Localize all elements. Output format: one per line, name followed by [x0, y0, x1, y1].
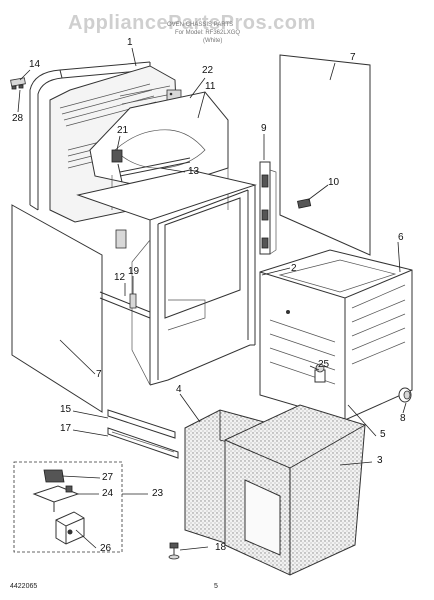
callout-11: 11: [205, 81, 216, 92]
callout-2-right: 2: [291, 263, 297, 274]
part-15-rail: [107, 409, 176, 439]
callout-22: 22: [202, 65, 214, 76]
callout-27: 27: [102, 472, 114, 483]
callout-15: 15: [60, 404, 72, 415]
page-number: 5: [214, 583, 218, 590]
doc-number: 4422065: [10, 583, 38, 590]
callout-28: 28: [12, 113, 24, 124]
callout-7-upper: 7: [350, 52, 356, 63]
part-28-clip: [10, 77, 26, 90]
callout-13: 13: [188, 166, 200, 177]
part-9-vertical-bracket: [259, 161, 277, 255]
part-25-light-socket: [314, 363, 326, 383]
callout-8: 8: [400, 413, 406, 424]
watermark: AppliancePartsPros.com: [68, 12, 316, 34]
header-line-2: For Model: RF362LXGQ: [175, 30, 241, 36]
part-2-chassis-frame: [76, 169, 257, 386]
header-line-3: (White): [203, 38, 223, 44]
header-line-1: OVEN CHASSIS PARTS: [167, 22, 234, 28]
callout-10: 10: [328, 177, 340, 188]
callout-7-lower: 7: [96, 369, 102, 380]
callout-26: 26: [100, 543, 112, 554]
callout-9: 9: [261, 123, 267, 134]
part-3-insulation: [224, 404, 366, 576]
part-7-left-side-panel: [11, 204, 103, 413]
callout-24: 24: [102, 488, 114, 499]
part-13-rod: [119, 157, 191, 177]
callout-17: 17: [60, 423, 72, 434]
part-17-rail: [107, 427, 179, 459]
part-27-clip: [43, 469, 65, 483]
callout-25: 25: [318, 359, 330, 370]
callout-19: 19: [128, 266, 140, 277]
leader-lines: [17, 47, 407, 551]
callout-18: 18: [215, 542, 227, 553]
part-8-cap: [398, 387, 412, 403]
callout-23: 23: [152, 488, 164, 499]
callout-5: 5: [380, 429, 386, 440]
part-7-right-side-panel: [279, 54, 371, 256]
part-6-oven-cavity: [259, 249, 413, 421]
part-26-block: [55, 511, 85, 545]
part-19-bracket: [129, 293, 137, 309]
part-18-leveling-leg: [168, 542, 180, 560]
callout-6: 6: [398, 232, 404, 243]
callout-21: 21: [117, 125, 129, 136]
part-12-rail: [99, 291, 151, 319]
callout-1: 1: [127, 37, 133, 48]
callout-12: 12: [114, 272, 126, 283]
part-24-bracket: [32, 485, 80, 512]
callout-14: 14: [29, 59, 41, 70]
callout-4: 4: [176, 384, 182, 395]
callout-3: 3: [377, 455, 383, 466]
